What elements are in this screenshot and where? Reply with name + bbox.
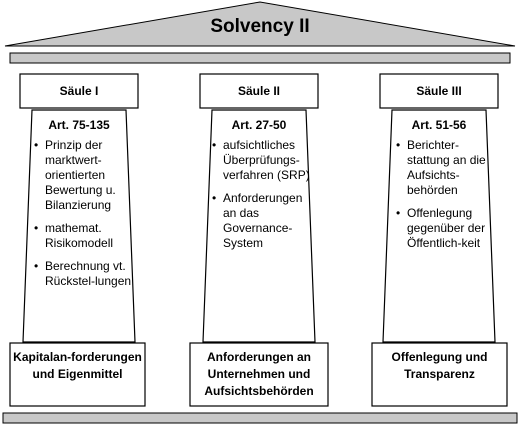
top-beam	[9, 52, 511, 64]
pillar-3-base-label: Offenlegung und Transparenz	[391, 350, 488, 381]
pillar-2-base-label: Anforderungen an Unternehmen und Aufsich…	[204, 350, 314, 398]
pillar-1-item: Berechnung vt. Rückstel-lungen	[32, 259, 132, 289]
pillar-1-base-label: Kapitalan-forderungen und Eigenmittel	[13, 350, 142, 381]
pillar-2-capital	[199, 73, 319, 109]
foundation	[2, 412, 518, 424]
diagram-title: Solvency II	[210, 16, 310, 37]
pillar-3-name: Säule III	[416, 84, 462, 98]
pillar-3-item: Offenlegung gegenüber der Öffentlich-kei…	[394, 206, 486, 251]
pillar-3-base	[371, 342, 508, 407]
pillar-2-item: Anforderungen an das Governance-System	[210, 191, 310, 251]
pillar-3-capital	[379, 73, 499, 109]
pillar-2-items: aufsichtliches Überprüfungs-verfahren (S…	[210, 138, 310, 259]
pillar-2-article: Art. 27-50	[231, 118, 287, 132]
pillar-3-items: Berichter-stattung an die Aufsichts-behö…	[394, 138, 486, 259]
pillar-1-item: Prinzip der marktwert-orientierten Bewer…	[32, 138, 132, 213]
pillar-2-item: aufsichtliches Überprüfungs-verfahren (S…	[210, 138, 310, 183]
pillar-1-base	[9, 342, 146, 407]
pillar-1-name: Säule I	[59, 84, 99, 98]
pillar-1-items: Prinzip der marktwert-orientierten Bewer…	[32, 138, 132, 297]
roof	[4, 1, 516, 47]
pillar-1-item: mathemat. Risikomodell	[32, 221, 132, 251]
pillar-2-name: Säule II	[237, 84, 281, 98]
pillar-3-article: Art. 51-56	[411, 118, 467, 132]
pillar-1-capital	[19, 73, 139, 109]
pillar-3-item: Berichter-stattung an die Aufsichts-behö…	[394, 138, 486, 198]
pillar-1-article: Art. 75-135	[48, 118, 110, 132]
pillar-2-base	[189, 342, 329, 407]
